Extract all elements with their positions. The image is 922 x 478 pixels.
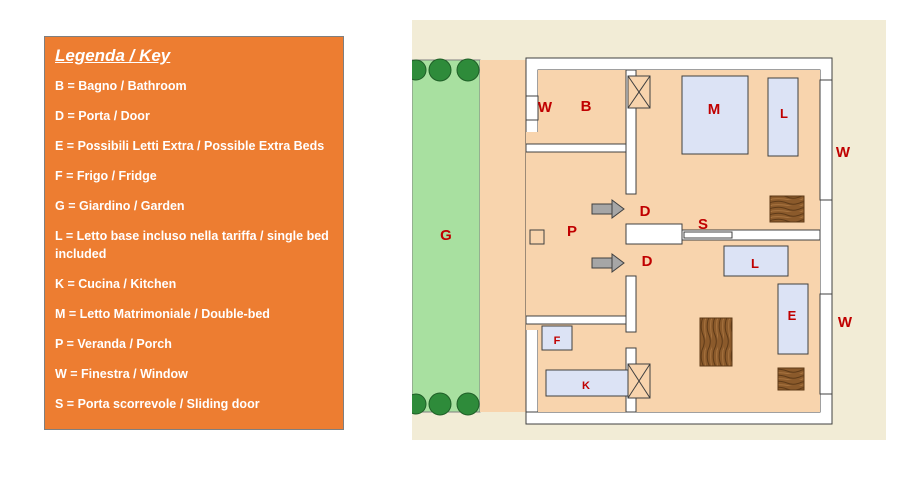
label-porch: P xyxy=(567,223,577,240)
door-arrow-top xyxy=(591,199,625,219)
single-bed-top xyxy=(767,77,799,157)
wall-center-stub xyxy=(625,223,683,245)
floor-plan: G P B W W W M L L E F K D D S xyxy=(412,20,886,440)
porch-small-table xyxy=(529,229,545,245)
garden-area xyxy=(412,59,481,413)
label-extra-bed: E xyxy=(788,308,797,323)
wardrobe-bottom xyxy=(627,363,651,399)
legend-item-s: S = Porta scorrevole / Sliding door xyxy=(55,397,260,411)
label-fridge: F xyxy=(554,335,561,347)
label-window-bathroom: W xyxy=(538,99,553,116)
door-arrow-bottom xyxy=(591,253,625,273)
wall-bathroom-bottom xyxy=(525,143,627,153)
porch-floor xyxy=(480,60,528,412)
legend-item-k: K = Cucina / Kitchen xyxy=(55,277,177,291)
legend-item-w: W = Finestra / Window xyxy=(55,367,188,381)
hedge-trees-top xyxy=(412,58,480,82)
label-single-bed-top: L xyxy=(780,106,788,121)
kitchen-counter xyxy=(545,369,629,397)
legend-item-g: G = Giardino / Garden xyxy=(55,199,185,213)
wall-kitchen-top xyxy=(525,315,627,325)
label-window-right-top: W xyxy=(836,144,851,161)
legend-item-l: L = Letto base incluso nella tariffa / s… xyxy=(55,229,329,261)
legend-box: Legenda / Key B = Bagno / Bathroom D = P… xyxy=(44,36,344,430)
label-window-right-bottom: W xyxy=(838,314,853,331)
legend-item-p: P = Veranda / Porch xyxy=(55,337,172,351)
fridge xyxy=(541,325,573,351)
legend-title: Legenda / Key xyxy=(55,46,171,65)
floor-plan-svg: G P B W W W M L L E F K D D S xyxy=(412,20,886,440)
label-single-bed-mid: L xyxy=(751,256,759,271)
wood-table-center xyxy=(699,317,733,367)
window-right-bottom-mark xyxy=(819,293,833,395)
label-kitchen: K xyxy=(582,380,590,392)
legend-item-b: B = Bagno / Bathroom xyxy=(55,79,187,93)
extra-bed xyxy=(777,283,809,355)
label-double-bed: M xyxy=(708,101,721,118)
label-sliding-door: S xyxy=(698,216,708,233)
legend-item-m: M = Letto Matrimoniale / Double-bed xyxy=(55,307,270,321)
label-garden: G xyxy=(440,227,452,244)
label-bathroom: B xyxy=(581,98,592,115)
double-bed xyxy=(681,75,749,155)
wardrobe-top xyxy=(627,75,651,109)
label-door-top: D xyxy=(640,203,651,220)
wall-center-vertical-bottom xyxy=(625,275,637,333)
legend-item-e: E = Possibili Letti Extra / Possible Ext… xyxy=(55,139,325,153)
window-bathroom-mark xyxy=(525,95,539,121)
window-right-top-mark xyxy=(819,79,833,201)
legend-list: B = Bagno / Bathroom D = Porta / Door E … xyxy=(55,77,333,413)
sliding-door xyxy=(683,231,733,239)
wood-table-top xyxy=(769,195,805,223)
single-bed-mid xyxy=(723,245,789,277)
hedge-trees-bottom xyxy=(412,392,480,416)
wall-center-vertical-top xyxy=(625,69,637,195)
legend-item-d: D = Porta / Door xyxy=(55,109,150,123)
wood-table-small xyxy=(777,367,805,391)
label-door-bottom: D xyxy=(642,253,653,270)
legend-item-f: F = Frigo / Fridge xyxy=(55,169,157,183)
wall-room-divider xyxy=(681,229,821,241)
